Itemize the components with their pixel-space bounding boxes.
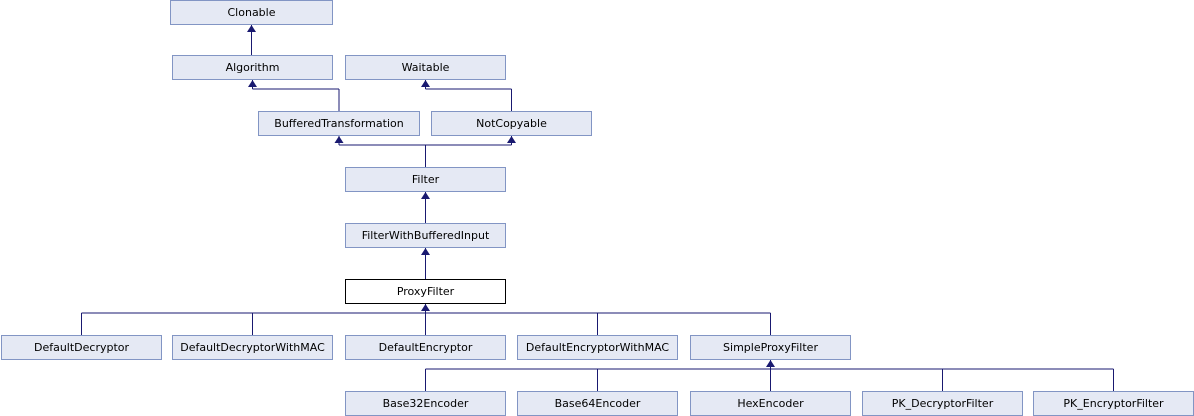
class-node-label: NotCopyable bbox=[476, 117, 547, 130]
class-node-defaultencryptor[interactable]: DefaultEncryptor bbox=[345, 335, 506, 360]
class-node-label: PK_EncryptorFilter bbox=[1063, 397, 1164, 410]
class-node-base64encoder[interactable]: Base64Encoder bbox=[517, 391, 678, 416]
class-node-label: HexEncoder bbox=[737, 397, 804, 410]
class-node-label: FilterWithBufferedInput bbox=[361, 229, 490, 242]
class-node-label: Base32Encoder bbox=[382, 397, 469, 410]
class-node-simpleproxyfilter[interactable]: SimpleProxyFilter bbox=[690, 335, 851, 360]
class-node-label: DefaultDecryptor bbox=[33, 341, 130, 354]
class-node-notcopyable[interactable]: NotCopyable bbox=[431, 111, 592, 136]
class-node-defaultdecryptorwithmac[interactable]: DefaultDecryptorWithMAC bbox=[172, 335, 333, 360]
class-node-hexencoder[interactable]: HexEncoder bbox=[690, 391, 851, 416]
class-node-label: PK_DecryptorFilter bbox=[891, 397, 994, 410]
class-node-defaultdecryptor[interactable]: DefaultDecryptor bbox=[1, 335, 162, 360]
class-node-label: Clonable bbox=[227, 6, 276, 19]
class-node-label: Algorithm bbox=[225, 61, 280, 74]
class-node-pk_decryptorfilter[interactable]: PK_DecryptorFilter bbox=[862, 391, 1023, 416]
inheritance-arrow-notcopyable bbox=[507, 136, 516, 143]
class-node-label: Base64Encoder bbox=[554, 397, 641, 410]
class-node-filter[interactable]: Filter bbox=[345, 167, 506, 192]
class-node-label: Filter bbox=[411, 173, 440, 186]
class-node-label: DefaultEncryptorWithMAC bbox=[525, 341, 670, 354]
class-node-label: DefaultDecryptorWithMAC bbox=[180, 341, 325, 354]
inheritance-arrow-clonable bbox=[247, 25, 256, 32]
class-node-label: ProxyFilter bbox=[396, 285, 455, 298]
inheritance-arrow-proxyfilter bbox=[421, 304, 430, 311]
inheritance-arrow-filterwithbufferedinput bbox=[421, 248, 430, 255]
class-node-label: BufferedTransformation bbox=[274, 117, 404, 130]
class-node-label: SimpleProxyFilter bbox=[723, 341, 818, 354]
class-node-pk_encryptorfilter[interactable]: PK_EncryptorFilter bbox=[1033, 391, 1194, 416]
inheritance-arrow-algorithm bbox=[248, 80, 257, 87]
class-node-proxyfilter[interactable]: ProxyFilter bbox=[345, 279, 506, 304]
class-node-waitable[interactable]: Waitable bbox=[345, 55, 506, 80]
class-node-filterwithbufferedinput[interactable]: FilterWithBufferedInput bbox=[345, 223, 506, 248]
class-node-defaultencryptorwithmac[interactable]: DefaultEncryptorWithMAC bbox=[517, 335, 678, 360]
class-node-label: DefaultEncryptor bbox=[378, 341, 473, 354]
class-node-bufferedtransformation[interactable]: BufferedTransformation bbox=[258, 111, 420, 136]
inheritance-arrow-bufferedtransformation bbox=[334, 136, 344, 143]
class-node-base32encoder[interactable]: Base32Encoder bbox=[345, 391, 506, 416]
inheritance-arrow-waitable bbox=[421, 80, 430, 87]
class-node-algorithm[interactable]: Algorithm bbox=[172, 55, 333, 80]
class-node-label: Waitable bbox=[401, 61, 450, 74]
inheritance-arrow-simpleproxyfilter bbox=[766, 360, 775, 367]
class-node-clonable[interactable]: Clonable bbox=[170, 0, 333, 25]
inheritance-arrow-filter bbox=[421, 192, 430, 199]
